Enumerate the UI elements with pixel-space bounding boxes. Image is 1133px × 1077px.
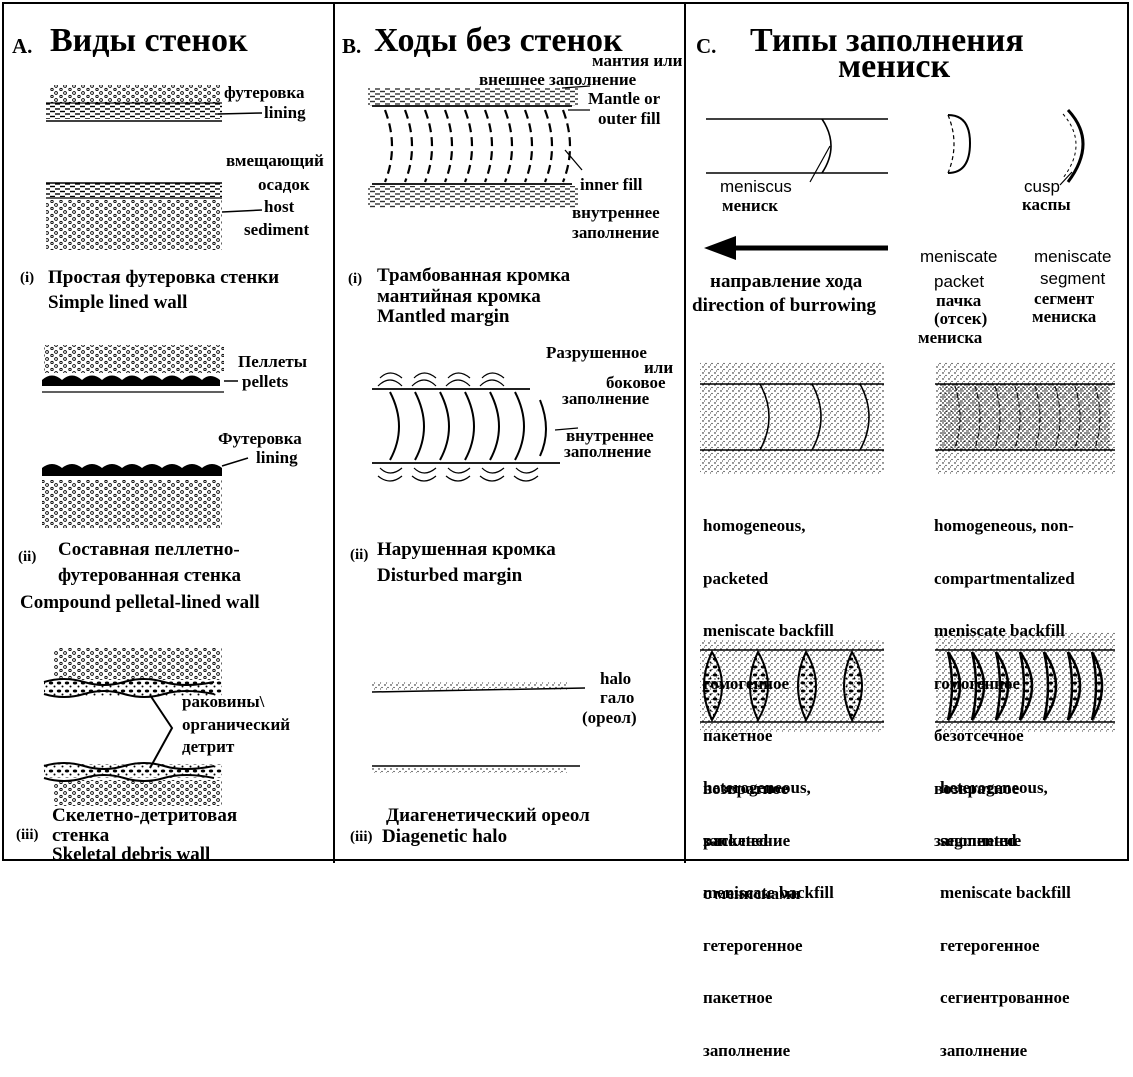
caption-c-1-line: гомогенное (703, 675, 834, 693)
caption-c-3-line: пакетное (703, 989, 834, 1007)
caption-a-ii-ru-2: футерованная стенка (58, 566, 241, 585)
label-zapoln-3: заполнение (564, 443, 651, 460)
caption-b-ii-en: Disturbed margin (377, 566, 522, 585)
roman-b-iii: (iii) (350, 830, 373, 845)
label-oreol: (ореол) (582, 709, 637, 726)
label-vnutr-1: внутреннее (572, 204, 660, 221)
label-pellets: pellets (242, 373, 288, 390)
label-zapoln-1: заполнение (572, 224, 659, 241)
caption-c-3-line: meniscate backfill (703, 884, 834, 902)
caption-b-i-ru-2: мантийная кромка (377, 287, 541, 306)
label-galo: гало (600, 689, 634, 706)
caption-a-ii-ru-1: Составная пеллетно- (58, 540, 240, 559)
label-inner: inner fill (580, 176, 643, 193)
label-razrush: Разрушенное (546, 344, 647, 361)
caption-c-4: heterogeneous, segmented meniscate backf… (940, 744, 1071, 1077)
homogeneous-noncompartment-fill (935, 362, 1115, 474)
caption-c-3-line: заполнение (703, 1042, 834, 1060)
caption-c-1-line: пакетное (703, 727, 834, 745)
homogeneous-packeted-fill (700, 362, 884, 474)
caption-a-iii-ru-1: Скелетно-детритовая (52, 806, 237, 825)
roman-a-iii: (iii) (16, 828, 39, 843)
label-napr: направление хода (710, 272, 862, 291)
label-meniska-2: мениска (1032, 308, 1096, 325)
roman-b-ii: (ii) (350, 548, 368, 563)
label-menisk: мениск (722, 197, 778, 214)
label-detrit: детрит (182, 738, 234, 755)
caption-c-4-line: гетерогенное (940, 937, 1071, 955)
caption-b-iii-en: Diagenetic halo (382, 827, 507, 846)
caption-c-3-line: heterogeneous, (703, 779, 834, 797)
caption-c-4-line: heterogeneous, (940, 779, 1071, 797)
label-pellety: Пеллеты (238, 353, 307, 370)
label-vmeshch: вмещающий (226, 152, 324, 169)
caption-a-ii-en: Compound pelletal-lined wall (20, 593, 260, 612)
label-meniscus: meniscus (720, 178, 792, 195)
label-mantiya: мантия или (592, 52, 682, 69)
label-zapoln-2: заполнение (562, 390, 649, 407)
label-pachka: пачка (936, 292, 981, 309)
label-meniscate-2: meniscate (1034, 248, 1111, 265)
caption-a-i-en: Simple lined wall (48, 293, 187, 312)
panel-a-title: Виды стенок (50, 24, 248, 58)
label-segment: segment (1040, 270, 1105, 287)
caption-c-3: heterogeneous, packeted meniscate backfi… (703, 744, 834, 1077)
caption-c-1-line: homogeneous, (703, 517, 834, 535)
roman-a-i: (i) (20, 271, 34, 286)
caption-c-3-line: гетерогенное (703, 937, 834, 955)
label-mantle: Mantle or (588, 90, 660, 107)
label-packet: packet (934, 273, 984, 290)
burrow-disturbed-margin (372, 373, 578, 481)
roman-a-ii: (ii) (18, 550, 36, 565)
panel-b-letter: B. (342, 36, 361, 57)
label-vneshnee: внешнее заполнение (479, 71, 636, 88)
caption-c-4-line: segmented (940, 832, 1071, 850)
caption-a-iii-en: Skeletal debris wall (52, 845, 210, 864)
label-host: host (264, 198, 294, 215)
caption-c-3-line: packeted (703, 832, 834, 850)
burrow-mantled-margin (368, 86, 590, 208)
label-lining-1: lining (264, 104, 306, 121)
caption-b-i-ru-1: Трамбованная кромка (377, 266, 570, 285)
panel-a-letter: A. (12, 36, 32, 57)
label-futerovka: футеровка (224, 84, 304, 101)
caption-c-2-line: homogeneous, non- (934, 517, 1075, 535)
label-rakoviny: раковины\ (182, 693, 264, 710)
label-cusp: cusp (1024, 178, 1060, 195)
caption-b-iii-ru: Диагенетический ореол (386, 806, 590, 825)
caption-c-2-line: гомогенное (934, 675, 1075, 693)
caption-c-2-line: meniscate backfill (934, 622, 1075, 640)
panel-c-title-2: мениск (838, 50, 950, 84)
label-direction: direction of burrowing (692, 296, 876, 315)
label-outer: outer fill (598, 110, 660, 127)
label-meniscate-1: meniscate (920, 248, 997, 265)
burrow-diagenetic-halo (372, 682, 585, 773)
panel-b-title: Ходы без стенок (374, 24, 623, 58)
label-segment-ru: сегмент (1034, 290, 1094, 307)
caption-c-1-line: meniscate backfill (703, 622, 834, 640)
label-sediment: sediment (244, 221, 309, 238)
caption-c-4-line: meniscate backfill (940, 884, 1071, 902)
caption-a-iii-ru-2: стенка (52, 826, 109, 845)
caption-c-4-line: сегиентрованное (940, 989, 1071, 1007)
label-futerovka-2: Футеровка (218, 430, 302, 447)
label-meniska-1: мениска (918, 329, 982, 346)
panel-c-letter: C. (696, 36, 716, 57)
caption-c-2-line: compartmentalized (934, 570, 1075, 588)
label-kaspy: каспы (1022, 196, 1071, 213)
caption-c-4-line: заполнение (940, 1042, 1071, 1060)
label-halo: halo (600, 670, 631, 687)
caption-a-i-ru: Простая футеровка стенки (48, 268, 279, 287)
label-osadok: осадок (258, 176, 310, 193)
caption-c-2-line: безотсечное (934, 727, 1075, 745)
caption-b-i-en: Mantled margin (377, 307, 509, 326)
label-otsek: (отсек) (934, 310, 987, 327)
label-organ: органический (182, 716, 290, 733)
caption-c-1-line: packeted (703, 570, 834, 588)
caption-b-ii-ru: Нарушенная кромка (377, 540, 556, 559)
roman-b-i: (i) (348, 272, 362, 287)
label-lining-2: lining (256, 449, 298, 466)
